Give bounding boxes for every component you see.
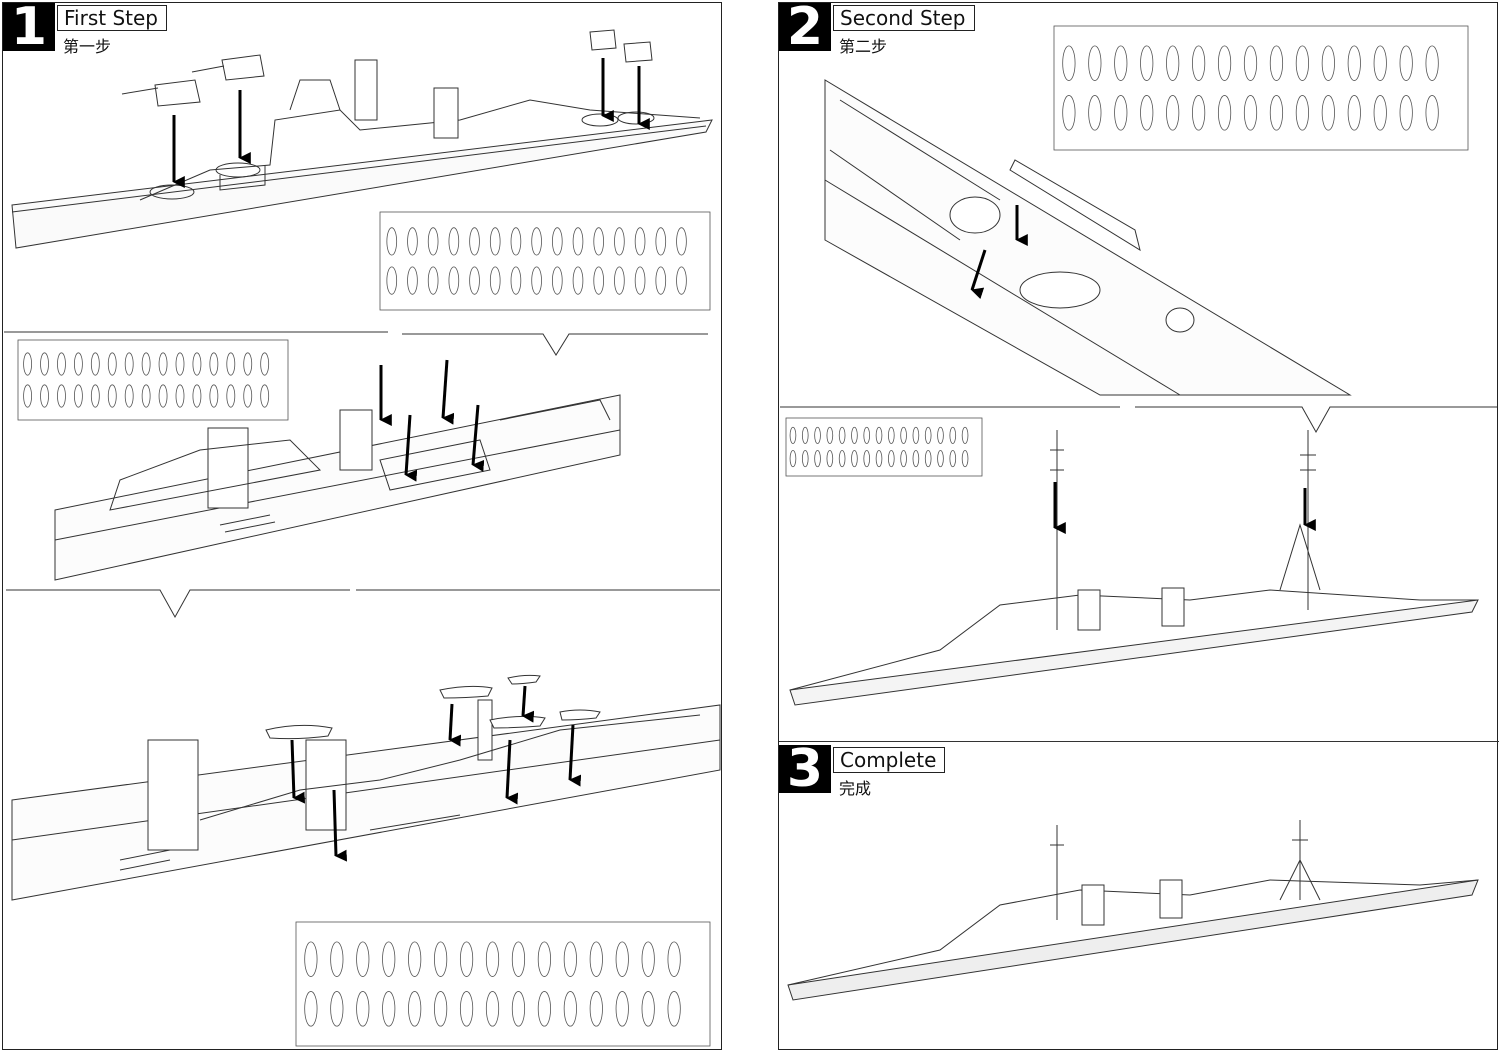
ship-hull-complete [787,820,1479,1001]
step-2-title: Second Step [833,5,975,31]
detail-callout-3 [780,406,1497,434]
step-1-number: 1 [3,1,55,53]
parts-sprue-step2-a [1053,25,1469,151]
detail-callout-1 [4,331,708,356]
ship-hull-step1 [11,59,713,249]
assembly-arrows [172,58,1316,862]
step-1-title: First Step [57,5,167,31]
step-3-title: Complete [833,747,946,773]
ship-hull-step2 [789,430,1479,706]
step-3-number: 3 [779,743,831,795]
step-1-subtitle: 第一步 [63,37,112,56]
parts-sprue-step1-b [17,339,289,421]
parts-sprue-step2-b [785,417,983,477]
boats-step1 [265,674,601,740]
turrets-step1 [121,29,653,107]
parts-sprues [17,25,1469,1047]
parts-sprue-step1-a [379,211,711,311]
parts-sprue-step1-c [295,921,711,1047]
ship-detail-midship-2 [11,699,721,901]
step-2-subtitle: 第二步 [839,37,888,56]
divider-step3 [779,741,1499,742]
ship-detail-step2 [824,79,1352,396]
ship-detail-midship-1 [54,394,621,581]
detail-callout-2 [6,589,720,619]
step-3-subtitle: 完成 [839,779,872,798]
step-2-number: 2 [779,1,831,53]
